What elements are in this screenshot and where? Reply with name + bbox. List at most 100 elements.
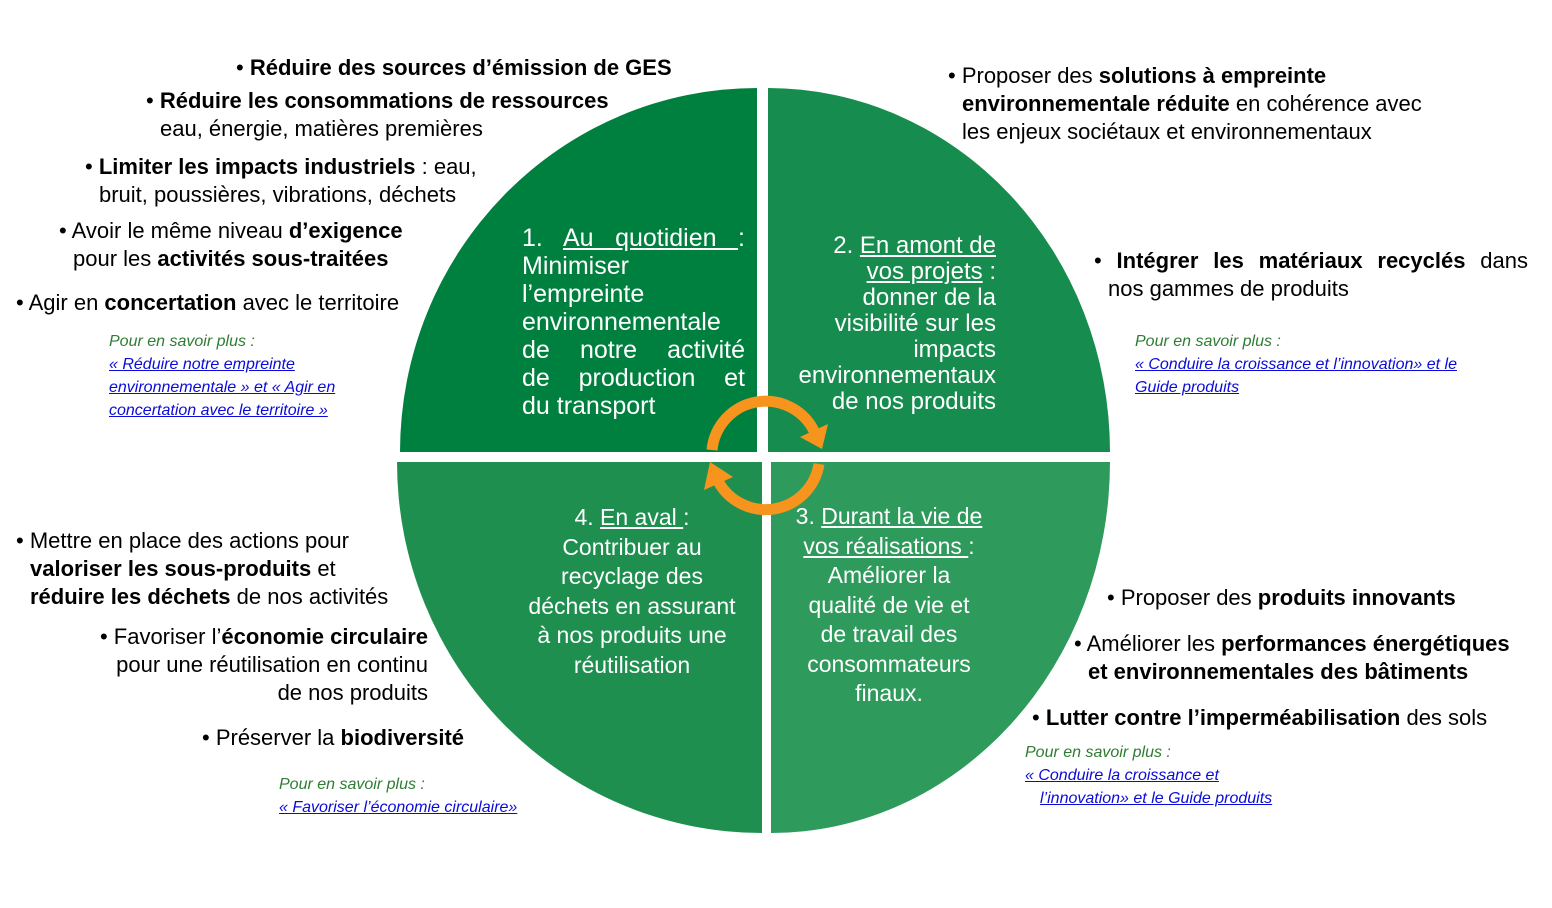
bullet-bold: Limiter les impacts industriels (98, 154, 416, 179)
quadrant-line: l’empreinte (522, 280, 645, 308)
bullet-line: bruit, poussières, vibrations, déchets (99, 182, 457, 207)
bullet-text: • Préserver la (202, 725, 341, 750)
bullet-line: • Avoir le même niveau d’exigence (59, 217, 403, 245)
quadrant-heading: vos réalisations (803, 532, 969, 559)
more-info-link[interactable]: l’innovation» et le Guide produits (1040, 790, 1273, 807)
bullet-text: • Agir en (16, 290, 105, 315)
bullet-circular-economy: • Favoriser l’économie circulaire pour u… (100, 623, 428, 707)
quadrant-4-title: 4. En aval : (512, 503, 752, 533)
bullet-ges: • Réduire des sources d’émission de GES (236, 54, 672, 82)
quadrant-3-shape (771, 462, 1110, 833)
quadrant-2-title: 2. En amont de (780, 233, 996, 259)
bullet-recycled-materials: • Intégrer les matériaux recyclés dans n… (1094, 247, 1528, 303)
quadrant-line: à nos produits une (537, 622, 727, 649)
more-info-link[interactable]: « Conduire la croissance et l’innovation… (1135, 356, 1457, 373)
quadrant-line: finaux. (855, 680, 923, 706)
bullet-line: • Intégrer les matériaux recyclés dans (1094, 247, 1528, 275)
bullet-line: les enjeux sociétaux et environnementaux (962, 119, 1372, 144)
bullet-bold: Lutter contre l’imperméabilisation (1045, 705, 1401, 730)
quadrant-heading: En aval (600, 504, 684, 530)
more-info-label: Pour en savoir plus : (1025, 744, 1171, 761)
more-info-link[interactable]: concertation avec le territoire » (109, 402, 328, 419)
quadrant-line: impacts (913, 336, 996, 363)
quadrant-1-shape (400, 88, 757, 452)
quadrant-line: Contribuer au (562, 533, 702, 560)
colon: : (738, 224, 745, 252)
bullet-text: des sols (1400, 705, 1488, 730)
quadrant-line: environnementale (522, 308, 721, 336)
bullet-bold: Intégrer les matériaux recyclés (1116, 248, 1466, 273)
bullet-bold: valoriser les sous-produits (30, 556, 312, 581)
bullet-line: • Lutter contre l’imperméabilisation des… (1032, 704, 1487, 732)
bullet-text: • Favoriser l’ (99, 624, 222, 649)
bullet-bold: biodiversité (340, 725, 465, 750)
bullet-line: environnementale réduite en cohérence av… (948, 90, 1422, 118)
bullet-line: • Réduire les consommations de ressource… (146, 87, 609, 115)
bullet-text: dans (1465, 248, 1528, 273)
quadrant-number: 1. (522, 224, 563, 252)
quadrant-line: visibilité sur les (834, 310, 996, 337)
quadrant-line: Minimiser (522, 252, 629, 280)
bullet-bold: d’exigence (288, 218, 403, 243)
bullet-line: • Favoriser l’économie circulaire (100, 623, 428, 651)
bullet-text: pour les (73, 246, 158, 271)
more-info-top-left: Pour en savoir plus : « Réduire notre em… (109, 330, 335, 422)
bullet-low-footprint-solutions: • Proposer des solutions à empreinte env… (948, 62, 1422, 146)
bullet-text: : eau, (415, 154, 477, 179)
more-info-link[interactable]: environnementale » et « Agir en (109, 379, 336, 396)
more-info-link[interactable]: « Favoriser l’économie circulaire» (279, 799, 518, 816)
bullet-innovative-products: • Proposer des produits innovants (1107, 584, 1456, 612)
quadrant-heading: Durant la vie de (821, 503, 983, 529)
bullet-text: • (236, 55, 250, 80)
bullet-line: • Limiter les impacts industriels : eau, (85, 153, 477, 181)
bullet-line: • Mettre en place des actions pour (16, 528, 349, 553)
more-info-link[interactable]: « Conduire la croissance et (1025, 767, 1219, 784)
quadrant-2-title-cont: vos projets : (780, 259, 996, 285)
bullet-line: pour une réutilisation en continu (116, 652, 428, 677)
bullet-bold: réduire les déchets (30, 584, 231, 609)
bullet-text: • (85, 154, 99, 179)
quadrant-line: recyclage des (561, 563, 703, 590)
cycle-arrow-bottom-head (704, 462, 733, 490)
cycle-arrow-top-head (800, 424, 828, 449)
colon: : (683, 504, 690, 530)
quadrant-line: de nos produits (831, 388, 996, 415)
bullet-line: • Améliorer les performances énergétique… (1074, 630, 1510, 658)
quadrant-line: donner de la (862, 284, 996, 311)
bullet-text: avec le territoire (236, 290, 400, 315)
bullet-line: réduire les déchets de nos activités (16, 583, 388, 611)
colon: : (968, 532, 975, 559)
bullet-industrial-impacts: • Limiter les impacts industriels : eau,… (85, 153, 477, 209)
bullet-bold: économie circulaire (221, 624, 428, 649)
quadrant-line: environnementaux (798, 362, 996, 389)
bullet-line: • Agir en concertation avec le territoir… (16, 289, 399, 317)
more-info-label: Pour en savoir plus : (279, 776, 425, 793)
more-info-label: Pour en savoir plus : (109, 333, 255, 350)
bullet-soil-sealing: • Lutter contre l’imperméabilisation des… (1032, 704, 1487, 732)
bullet-text: • (1094, 248, 1117, 273)
bullet-text: • Proposer des (1107, 585, 1258, 610)
bullet-line: pour les activités sous-traitées (59, 245, 403, 273)
cycle-arrow-top (706, 395, 821, 451)
bullet-resources: • Réduire les consommations de ressource… (146, 87, 609, 143)
bullet-line: • Réduire des sources d’émission de GES (236, 54, 672, 82)
bullet-text: • Proposer des (948, 63, 1099, 88)
quadrant-3-text: 3. Durant la vie de vos réalisations : A… (779, 502, 999, 709)
bullet-byproducts-waste: • Mettre en place des actions pour valor… (16, 527, 388, 611)
bullet-line: • Proposer des solutions à empreinte (948, 62, 1422, 90)
more-info-label: Pour en savoir plus : (1135, 333, 1281, 350)
quadrant-1-title: 1. Au quotidien : (522, 224, 745, 252)
quadrant-line: de notre activité (522, 336, 745, 364)
bullet-line: valoriser les sous-produits et (16, 555, 388, 583)
quadrant-2-text: 2. En amont de vos projets : donner de l… (780, 233, 996, 415)
quadrant-line: qualité de vie et (808, 591, 970, 618)
quadrant-line: déchets en assurant (528, 592, 736, 619)
bullet-bold: Réduire les consommations de ressources (159, 88, 609, 113)
quadrant-line: consommateurs (807, 650, 971, 677)
more-info-link[interactable]: « Réduire notre empreinte (109, 356, 295, 373)
bullet-line: et environnementales des bâtiments (1088, 659, 1469, 684)
more-info-link[interactable]: Guide produits (1135, 379, 1240, 396)
bullet-bold: environnementale réduite (962, 91, 1230, 116)
bullet-text: de nos activités (230, 584, 389, 609)
